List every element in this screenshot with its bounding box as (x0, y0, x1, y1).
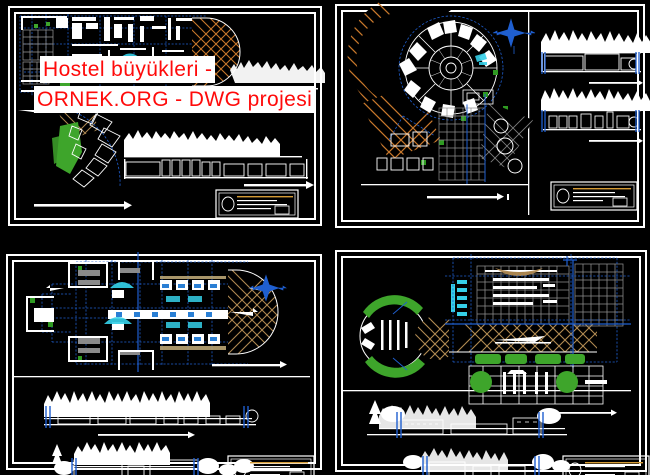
sheet-inner-border-top-left (14, 12, 316, 220)
cad-drawing-top-right (347, 0, 650, 215)
north-arrow-icon (492, 18, 536, 54)
title-block-top-left (215, 189, 299, 219)
cad-drawing-bottom-left (14, 252, 315, 475)
sheet-top-right[interactable] (325, 0, 650, 237)
cad-drawing-top-left (18, 14, 325, 219)
sheet-inner-border-top-right (341, 10, 639, 222)
cad-drawing-bottom-right (343, 254, 650, 475)
title-block-bottom-right (562, 455, 650, 475)
north-arrow-icon (249, 274, 287, 302)
title-block-bottom-left (227, 455, 315, 475)
sheet-bottom-right[interactable] (325, 238, 650, 475)
sheet-top-left[interactable]: Hostel büyükleri - ORNEK.ORG - DWG proje… (0, 0, 325, 237)
sheet-bottom-left[interactable] (0, 238, 325, 475)
title-block-top-right (550, 181, 638, 211)
